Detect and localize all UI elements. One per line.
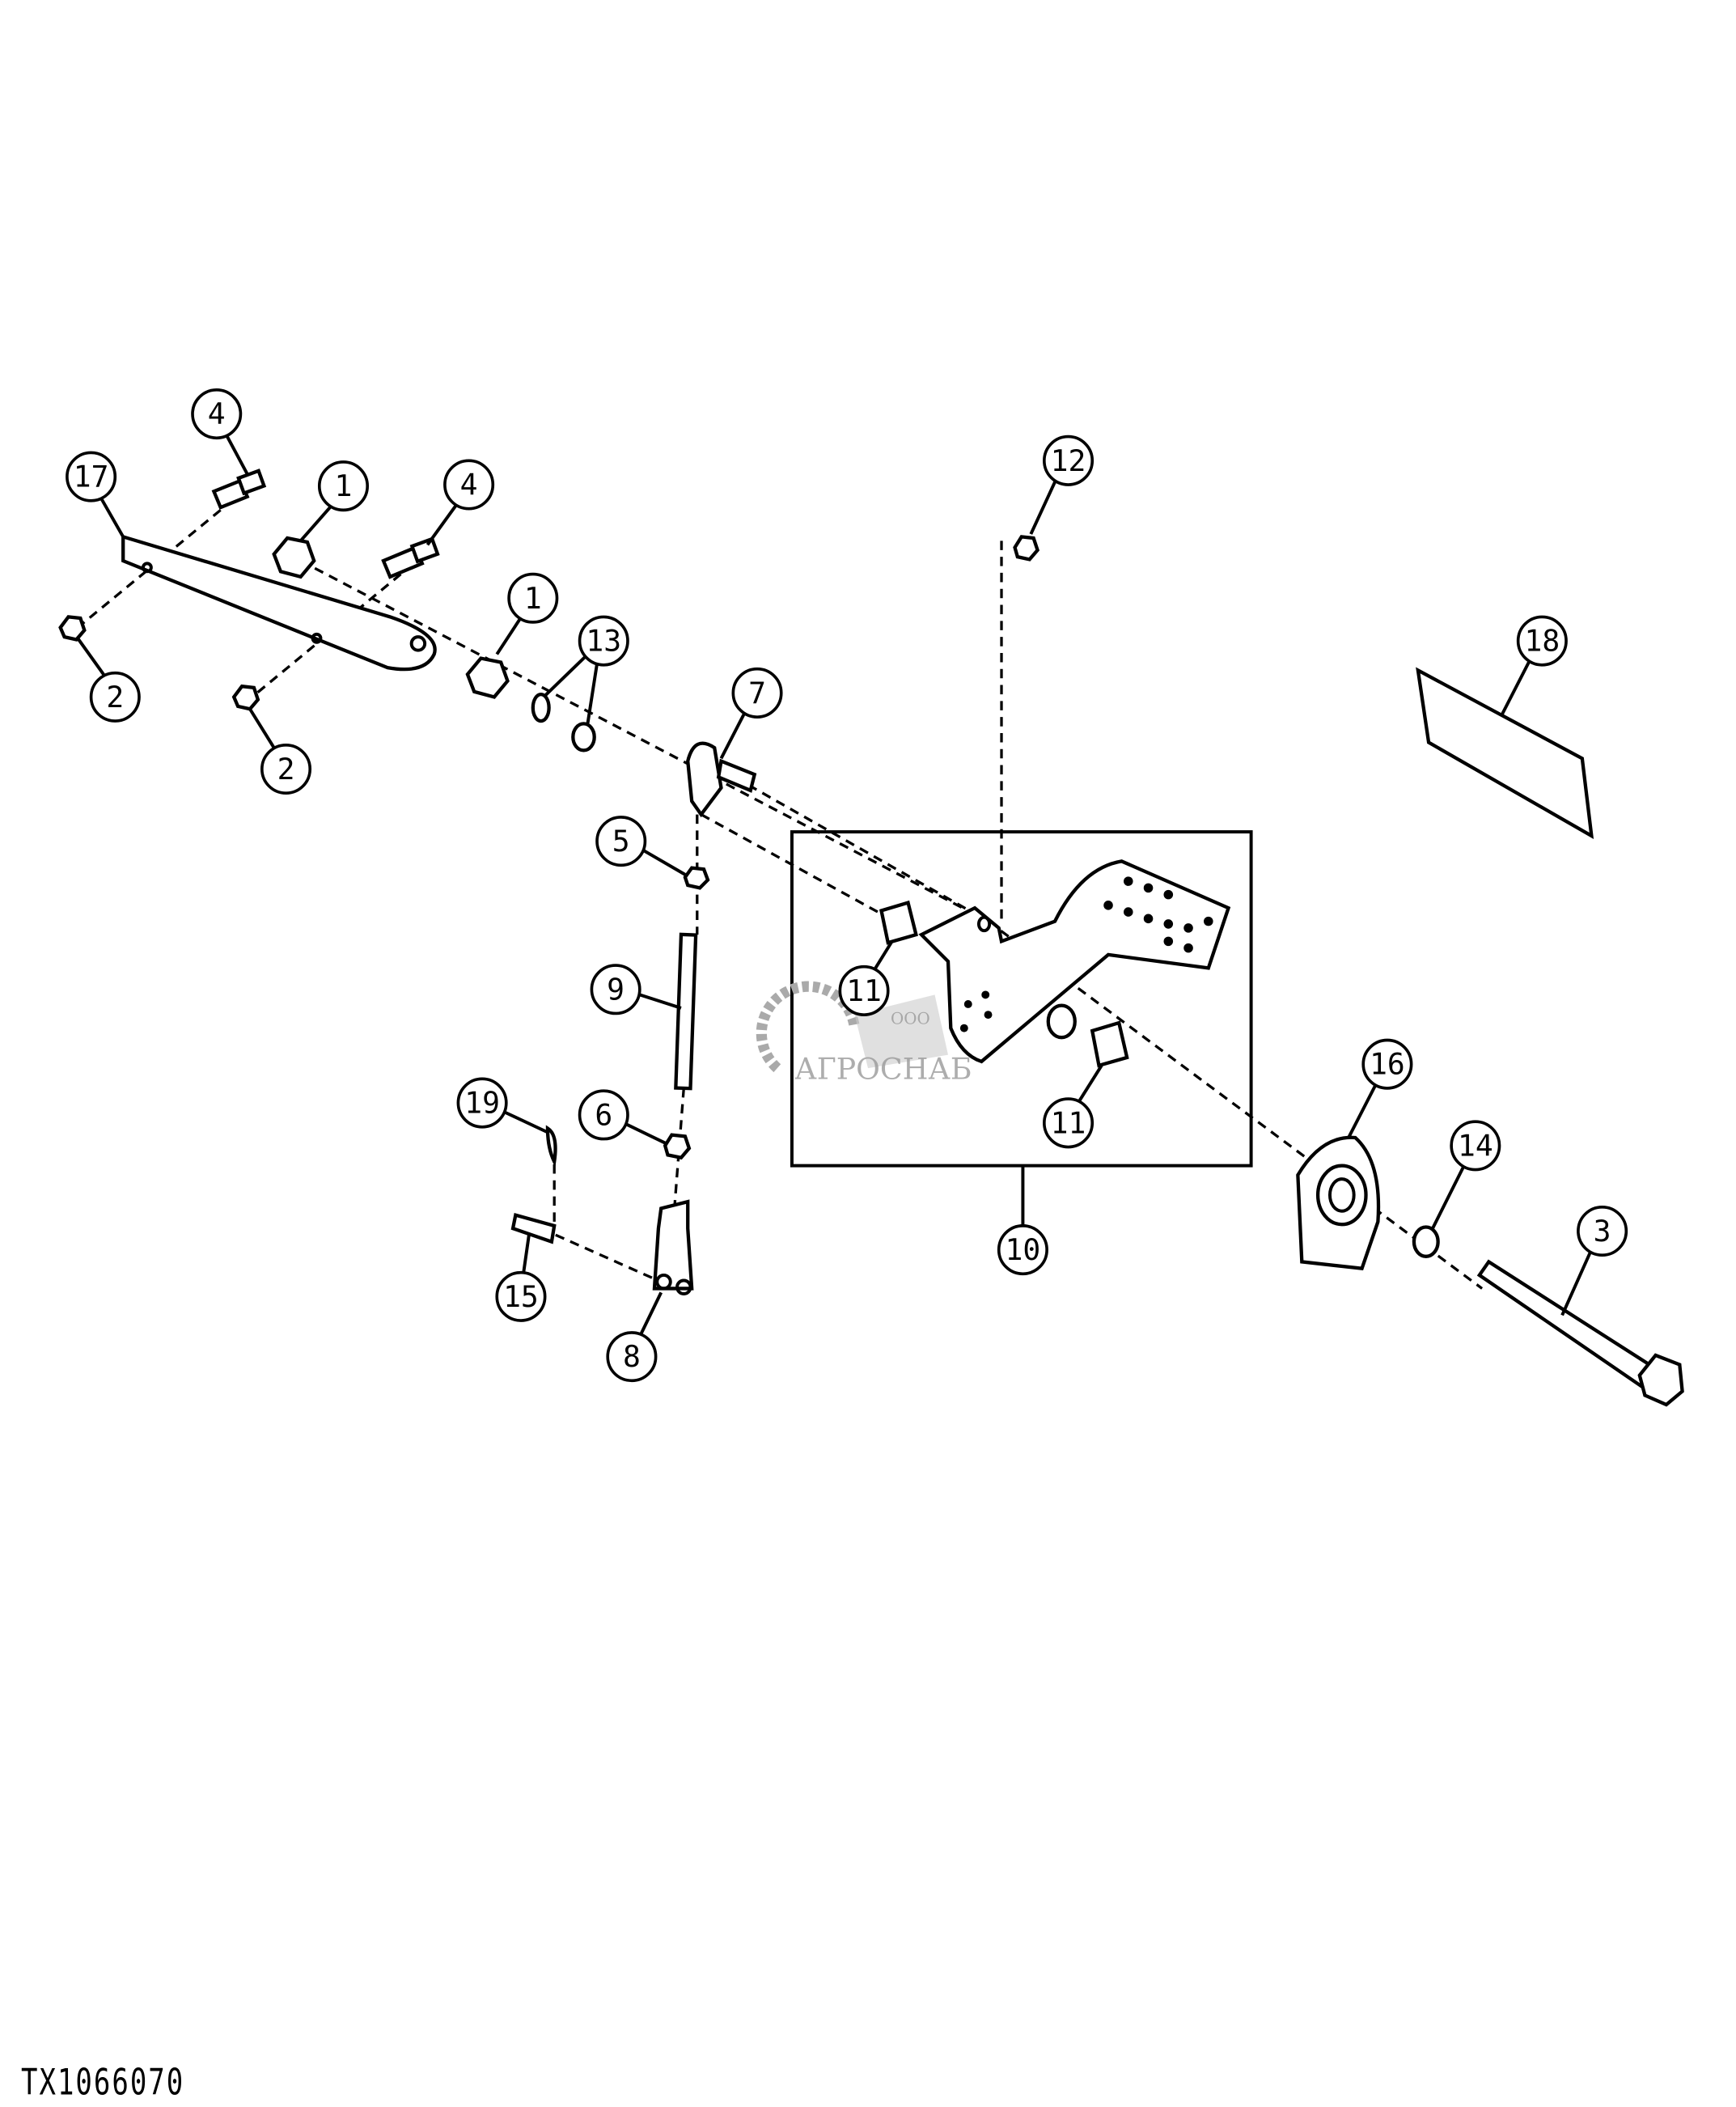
callout-10[interactable]: 10 bbox=[997, 1165, 1048, 1276]
bolt-4a bbox=[211, 468, 267, 510]
svg-text:4: 4 bbox=[208, 396, 226, 431]
svg-text:16: 16 bbox=[1370, 1047, 1405, 1082]
svg-text:ООО: ООО bbox=[891, 1010, 930, 1028]
nut-1b bbox=[465, 656, 510, 699]
nut-1a bbox=[272, 536, 316, 579]
callout-7[interactable]: 7 bbox=[719, 667, 783, 760]
rod-end-7 bbox=[686, 741, 757, 818]
svg-text:2: 2 bbox=[106, 680, 124, 714]
nut-12 bbox=[1013, 535, 1039, 562]
svg-text:7: 7 bbox=[748, 676, 766, 710]
callout-6[interactable]: 6 bbox=[578, 1089, 669, 1146]
callout-18[interactable]: 18 bbox=[1501, 615, 1568, 715]
callout-5[interactable]: 5 bbox=[595, 816, 686, 876]
svg-text:19: 19 bbox=[464, 1086, 500, 1121]
clevis-8 bbox=[652, 1199, 694, 1296]
callout-17[interactable]: 17 bbox=[66, 451, 125, 538]
pin-15 bbox=[510, 1212, 557, 1244]
callout-11a[interactable]: 11 bbox=[838, 940, 894, 1016]
svg-text:1: 1 bbox=[335, 468, 353, 503]
callout-16[interactable]: 16 bbox=[1347, 1038, 1413, 1138]
svg-text:12: 12 bbox=[1051, 443, 1086, 478]
callout-1a[interactable]: 1 bbox=[299, 460, 369, 542]
svg-text:14: 14 bbox=[1458, 1128, 1493, 1163]
svg-text:15: 15 bbox=[503, 1279, 539, 1314]
callout-1b[interactable]: 1 bbox=[495, 572, 559, 655]
svg-text:2: 2 bbox=[277, 752, 295, 786]
bolt-3 bbox=[1476, 1259, 1684, 1407]
callout-4a[interactable]: 4 bbox=[191, 388, 249, 475]
decal-18 bbox=[1416, 667, 1594, 840]
callout-2b[interactable]: 2 bbox=[248, 708, 312, 795]
svg-text:13: 13 bbox=[586, 624, 621, 659]
svg-text:10: 10 bbox=[1006, 1232, 1041, 1267]
washer-13a bbox=[531, 692, 551, 723]
svg-text:8: 8 bbox=[623, 1339, 641, 1374]
svg-text:5: 5 bbox=[612, 824, 630, 858]
svg-text:6: 6 bbox=[595, 1097, 612, 1132]
callouts: 4 17 1 4 1 13 12 18 7 2 2 5 9 11 11 16 1… bbox=[66, 388, 1628, 1383]
nut-6 bbox=[663, 1133, 692, 1160]
callout-15[interactable]: 15 bbox=[495, 1235, 547, 1322]
svg-text:3: 3 bbox=[1594, 1214, 1611, 1249]
svg-text:11: 11 bbox=[1051, 1105, 1086, 1140]
callout-9[interactable]: 9 bbox=[590, 964, 682, 1015]
bushing-11b bbox=[1090, 1020, 1129, 1068]
bracket-17 bbox=[121, 534, 437, 672]
svg-text:17: 17 bbox=[74, 460, 109, 494]
rod-9 bbox=[674, 932, 698, 1091]
nut-5 bbox=[683, 866, 710, 890]
callout-13[interactable]: 13 bbox=[542, 615, 629, 724]
callout-4b[interactable]: 4 bbox=[426, 459, 495, 546]
svg-text:1: 1 bbox=[524, 581, 542, 616]
callout-19[interactable]: 19 bbox=[456, 1077, 548, 1134]
callout-3[interactable]: 3 bbox=[1560, 1205, 1628, 1316]
pedal-10 bbox=[918, 859, 1231, 1064]
pin-19 bbox=[545, 1125, 557, 1168]
washer-14 bbox=[1412, 1225, 1440, 1258]
svg-text:9: 9 bbox=[607, 972, 625, 1007]
nut-2b bbox=[231, 684, 260, 711]
svg-text:18: 18 bbox=[1524, 624, 1560, 659]
callout-12[interactable]: 12 bbox=[1029, 435, 1095, 535]
washer-13b bbox=[571, 722, 596, 752]
figure-reference-id: TX1066070 bbox=[21, 2062, 185, 2104]
svg-text:11: 11 bbox=[846, 973, 882, 1008]
callout-2a[interactable]: 2 bbox=[76, 637, 141, 723]
svg-text:4: 4 bbox=[460, 468, 478, 502]
bolt-4b bbox=[381, 536, 440, 579]
callout-8[interactable]: 8 bbox=[606, 1291, 663, 1383]
nut-2a bbox=[58, 615, 87, 642]
bushing-11a bbox=[879, 900, 918, 945]
bearing-16 bbox=[1296, 1135, 1381, 1271]
callout-14[interactable]: 14 bbox=[1431, 1120, 1501, 1230]
svg-text:АГРОСНАБ: АГРОСНАБ bbox=[794, 1051, 972, 1086]
watermark-logo: ООО АГРОСНАБ bbox=[756, 981, 972, 1086]
callout-11b[interactable]: 11 bbox=[1043, 1064, 1103, 1149]
